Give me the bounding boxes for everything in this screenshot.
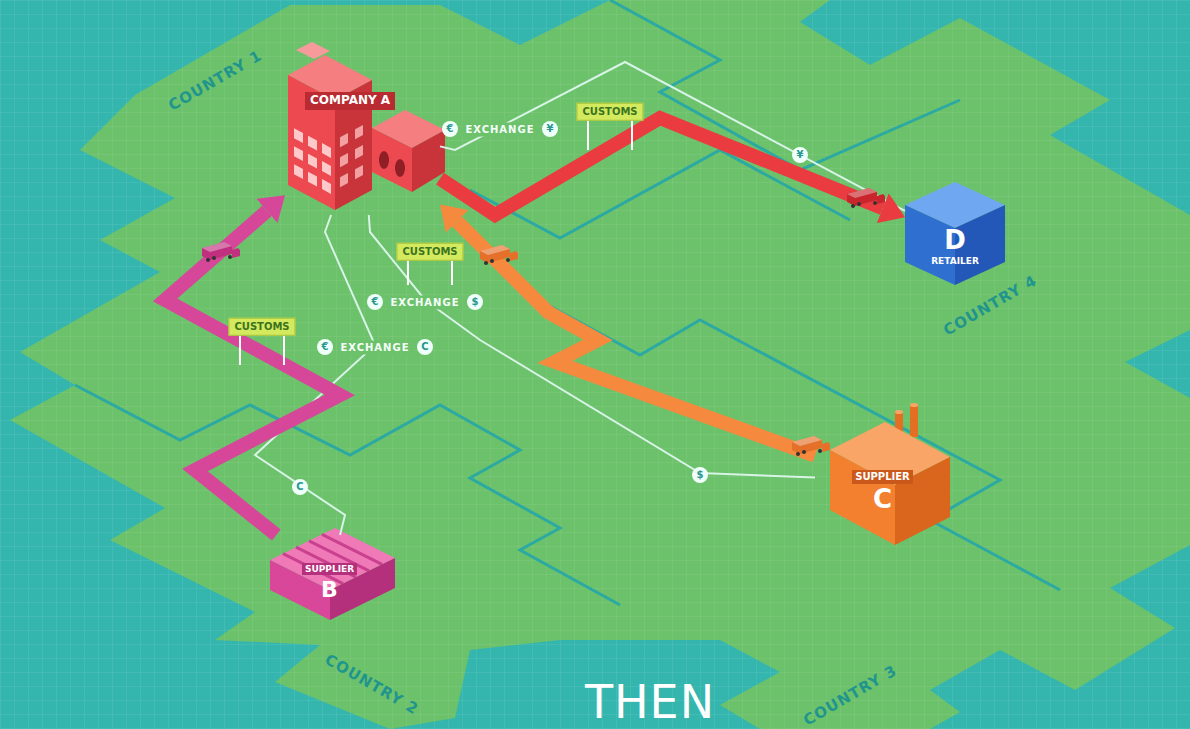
customs-sign: CUSTOMS: [396, 243, 463, 261]
customs-post: [283, 333, 285, 365]
currency-coin: C: [292, 479, 308, 495]
customs-post: [240, 118, 632, 365]
supplier-letter: C: [873, 485, 892, 515]
retailer-box: DRETAILER: [905, 190, 1005, 285]
supplier-box: SUPPLIERC: [815, 415, 950, 545]
company-building: [322, 179, 331, 194]
company-building: [395, 159, 405, 177]
currency-coin: €: [367, 294, 383, 310]
currency-coin: €: [442, 121, 458, 137]
truck: [792, 436, 830, 456]
currency-coin: €: [317, 339, 333, 355]
currency-coin: $: [467, 294, 483, 310]
country-border: [75, 385, 620, 605]
exchange-label-holder: EXCHANGE: [387, 291, 462, 310]
exchange-label-holder: EXCHANGE: [462, 118, 537, 137]
label-holder: €: [367, 290, 383, 310]
customs-sign: CUSTOMS: [576, 103, 643, 121]
company-building: [379, 151, 389, 169]
label-holder: CUSTOMS: [228, 315, 295, 336]
company-building: [308, 172, 317, 187]
company-building: [372, 128, 412, 192]
currency-coin: $: [692, 467, 708, 483]
company-building: [340, 125, 363, 187]
currency-coin: ¥: [542, 121, 558, 137]
company-building: [294, 128, 331, 194]
country-border: [610, 0, 960, 170]
exchange-label-holder: EXCHANGE: [337, 336, 412, 355]
company-building-box: COMPANY A: [285, 40, 440, 215]
label-holder: €: [442, 117, 458, 137]
label-holder: ¥: [542, 117, 558, 137]
company-building: [294, 146, 303, 161]
supplier-factory: [910, 405, 918, 437]
title-holder: THEN: [585, 676, 715, 729]
supplier-factory: [270, 528, 395, 620]
label-holder: $: [467, 290, 483, 310]
company-building: [308, 154, 317, 169]
truck: [480, 245, 518, 265]
company-sign: COMPANY A: [305, 92, 395, 110]
company-building: [288, 42, 445, 210]
truck: [202, 242, 240, 262]
exchange-lines: [255, 62, 905, 535]
customs-post: [631, 118, 633, 150]
diagram-title: THEN: [585, 675, 715, 729]
retailer-building: [905, 182, 1005, 285]
company-building: [340, 173, 348, 187]
truck: [847, 188, 885, 208]
supplier-box: SUPPLIER B: [262, 535, 397, 620]
supplier-factory: [895, 410, 903, 414]
country-border: [75, 0, 1060, 605]
company-building: [308, 136, 317, 151]
currency-coin: ¥: [792, 147, 808, 163]
company-building: [340, 153, 348, 167]
exchange-label: EXCHANGE: [337, 341, 412, 355]
customs-post: [451, 258, 453, 285]
supplier-factory: [830, 450, 895, 545]
company-building: [294, 164, 303, 179]
exchange-label: EXCHANGE: [387, 296, 462, 310]
exchange-line: [369, 215, 815, 477]
company-building: [322, 143, 331, 158]
supplier-factory: [322, 534, 382, 564]
supplier-sign: SUPPLIER: [852, 470, 913, 484]
currency-coin: C: [417, 339, 433, 355]
customs-sign: CUSTOMS: [228, 318, 295, 336]
goods-flow-arrow: [165, 211, 340, 535]
supplier-sign: SUPPLIER: [302, 563, 357, 575]
supplier-letter: B: [321, 577, 338, 602]
retailer-sign: RETAILER: [931, 256, 979, 266]
label-holder: CUSTOMS: [576, 100, 643, 121]
label-holder: €: [317, 335, 333, 355]
retailer-letter: D: [944, 226, 966, 256]
company-building: [340, 133, 348, 147]
customs-post: [587, 118, 589, 150]
label-holder: $: [692, 463, 708, 483]
goods-flows: [165, 118, 883, 535]
goods-flow-arrow: [440, 118, 883, 215]
company-building: [355, 125, 363, 139]
label-holder: C: [417, 335, 433, 355]
company-building: [294, 128, 303, 143]
label-holder: CUSTOMS: [396, 240, 463, 261]
supplier-factory: [830, 403, 950, 545]
supplier-factory: [910, 403, 918, 407]
company-building: [355, 165, 363, 179]
label-holder: ¥: [792, 143, 808, 163]
customs-post: [407, 258, 409, 285]
goods-flow-arrow: [457, 222, 815, 456]
label-holder: C: [292, 475, 308, 495]
customs-post: [239, 333, 241, 365]
company-building: [355, 145, 363, 159]
company-building: [322, 161, 331, 176]
exchange-label: EXCHANGE: [462, 123, 537, 137]
